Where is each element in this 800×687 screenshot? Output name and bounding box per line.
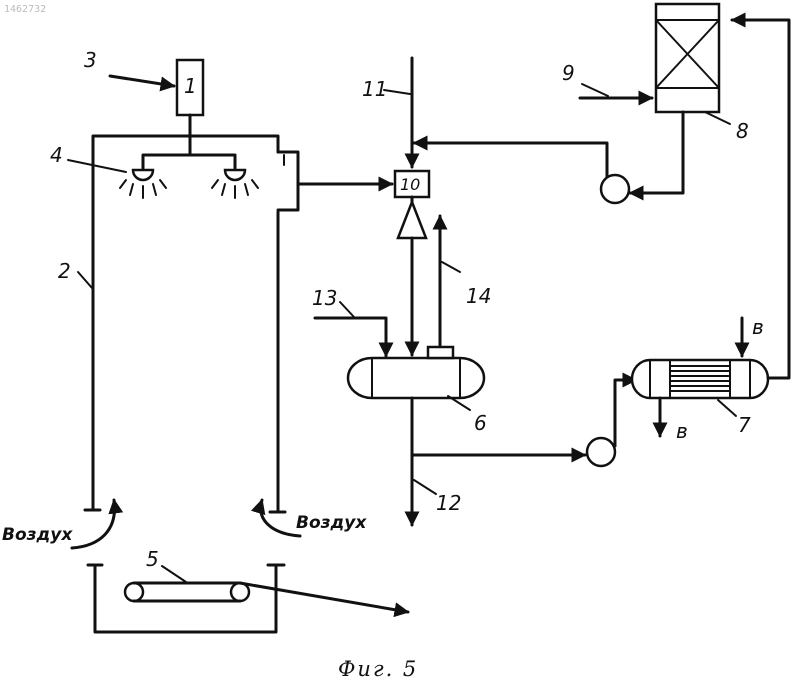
leader-4 xyxy=(68,160,126,172)
stream-3-arrow xyxy=(110,76,174,86)
leader-2 xyxy=(78,272,92,288)
label-8: 8 xyxy=(736,119,749,143)
pump-to-exchanger xyxy=(615,380,636,446)
line-9 xyxy=(580,84,652,98)
label-11: 11 xyxy=(362,77,387,101)
label-3: 3 xyxy=(84,48,97,72)
pump-8-recycle xyxy=(601,175,629,203)
figure-caption: Фиг. 5 xyxy=(338,657,418,681)
label-in-b: в xyxy=(752,315,764,339)
line-14 xyxy=(440,216,460,345)
label-14: 14 xyxy=(466,284,491,308)
air-inlet-arrows xyxy=(72,500,300,548)
vessel-6 xyxy=(348,347,484,410)
column-8 xyxy=(656,4,730,124)
label-7: 7 xyxy=(738,413,751,437)
spray-nozzles xyxy=(120,155,258,198)
line-12 xyxy=(412,398,436,525)
air-label-left: Воздух xyxy=(2,525,73,545)
label-9: 9 xyxy=(562,61,575,85)
line-8-to-pump xyxy=(630,112,683,193)
pump-6-to-7 xyxy=(587,438,615,466)
label-13: 13 xyxy=(312,286,337,310)
air-label-right: Воздух xyxy=(296,513,367,533)
label-4: 4 xyxy=(50,143,63,167)
label-5: 5 xyxy=(146,547,159,571)
label-1: 1 xyxy=(184,74,197,98)
spray-tower xyxy=(85,136,298,512)
document-stamp: 1462732 xyxy=(4,4,46,15)
label-2: 2 xyxy=(58,259,71,283)
label-out-b: в xyxy=(676,419,688,443)
conveyor-5 xyxy=(88,565,408,632)
recycle-line-8-to-10 xyxy=(414,143,607,180)
line-11 xyxy=(384,58,412,167)
label-10: 10 xyxy=(400,175,420,194)
line-13 xyxy=(315,302,386,356)
label-6: 6 xyxy=(474,411,487,435)
label-12: 12 xyxy=(436,491,461,515)
